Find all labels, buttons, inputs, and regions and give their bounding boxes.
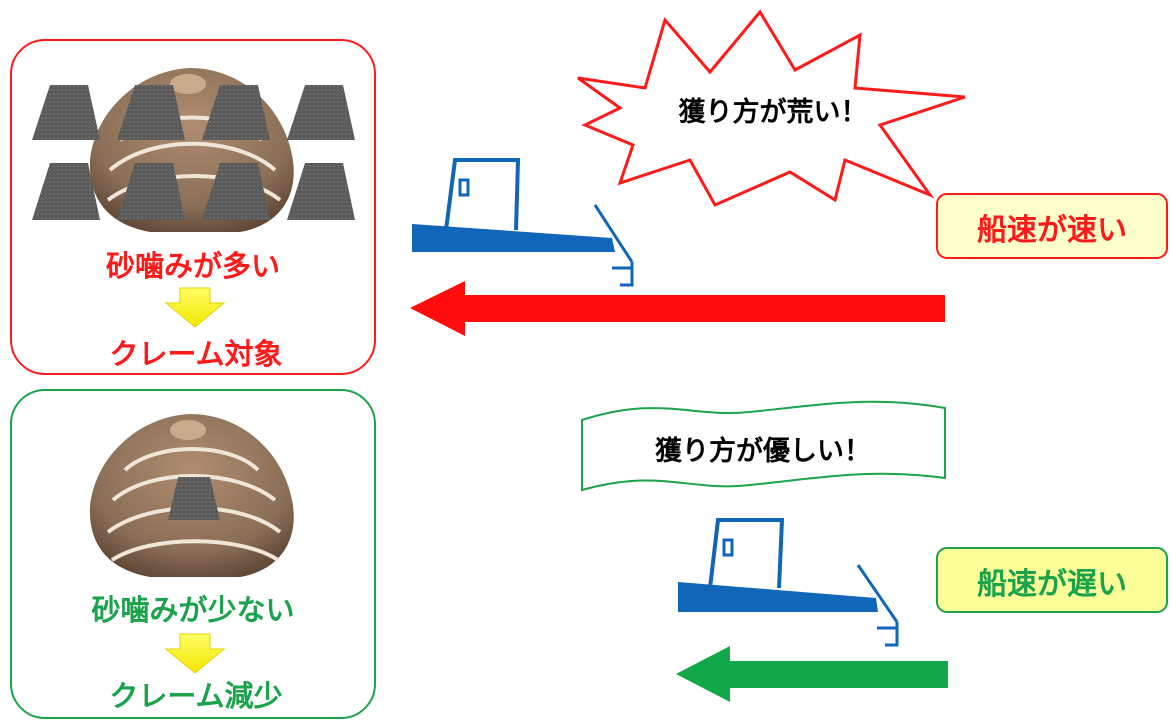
speed-slow-label: 船速が遅い — [977, 567, 1127, 602]
fast-scenario: 獲り方が荒い！ 船速が速い — [410, 9, 1168, 336]
sand-block-icon — [117, 163, 185, 220]
down-arrow-icon — [164, 633, 226, 674]
top-panel: 砂噛みが多い クレーム対象 — [10, 39, 376, 375]
speed-fast-badge — [936, 193, 1168, 259]
sand-block-icon — [32, 163, 100, 220]
boat-icon — [412, 158, 634, 287]
top-claim-label: クレーム対象 — [109, 337, 282, 371]
left-arrow-icon — [410, 281, 945, 336]
banner-shape — [581, 400, 946, 492]
speed-slow-badge — [936, 547, 1168, 613]
top-result-label: 砂噛みが多い — [106, 249, 280, 283]
left-arrow-icon — [676, 646, 948, 702]
burst-text: 獲り方が荒い！ — [679, 96, 868, 128]
speed-fast-label: 船速が速い — [977, 213, 1127, 248]
sand-block-icon — [117, 85, 185, 140]
sand-block-icon — [202, 163, 270, 220]
sand-blocks — [32, 85, 355, 220]
burst-shape — [577, 9, 966, 207]
bottom-result-label: 砂噛みが少ない — [91, 593, 294, 627]
bottom-claim-label: クレーム減少 — [109, 679, 282, 713]
banner-text: 獲り方が優しい！ — [655, 435, 871, 467]
sand-block-icon — [32, 85, 100, 140]
down-arrow-icon — [164, 287, 226, 328]
bottom-panel: 砂噛みが少ない クレーム減少 — [10, 389, 376, 719]
slow-scenario: 獲り方が優しい！ 船速が遅い — [581, 400, 1168, 702]
boat-icon — [678, 518, 899, 647]
sand-block-icon — [287, 85, 355, 140]
sand-block-icon — [287, 163, 355, 220]
sand-block-icon — [202, 85, 270, 140]
sand-block-icon — [168, 477, 220, 520]
